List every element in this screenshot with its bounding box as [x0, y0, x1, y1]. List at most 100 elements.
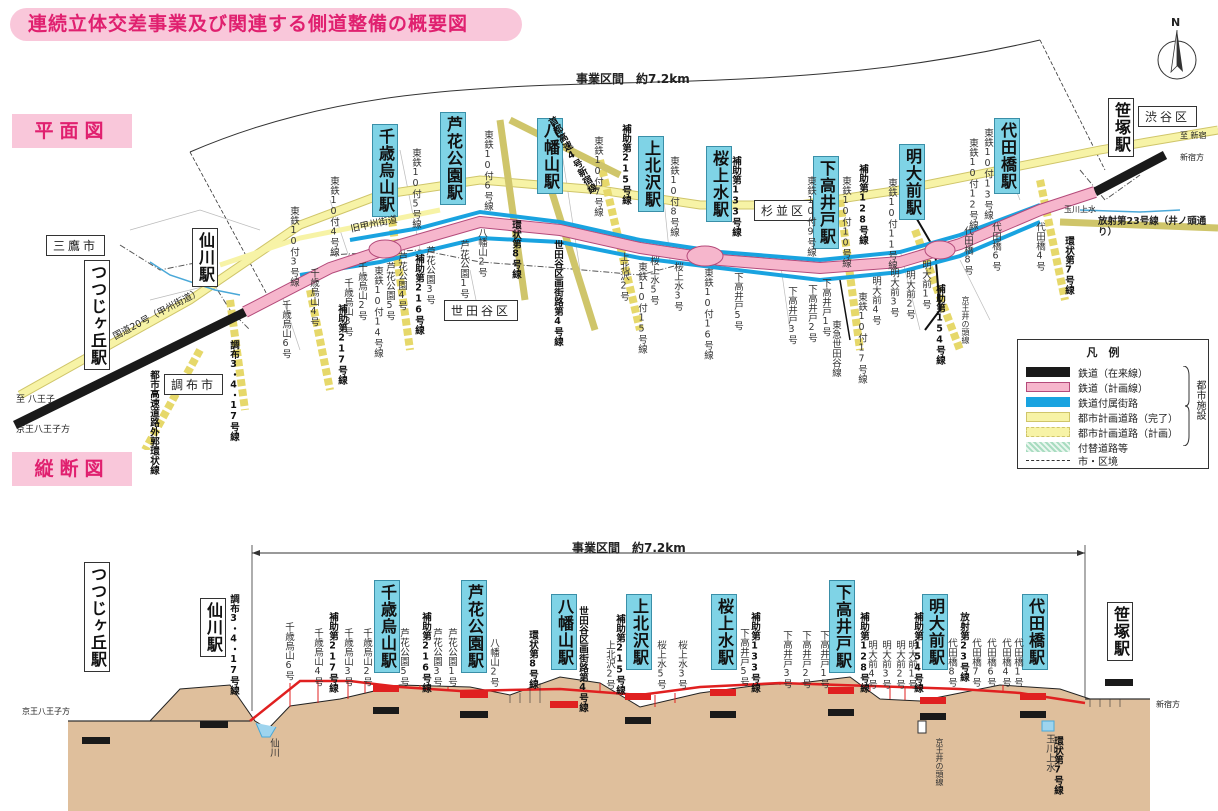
profile-station-yoyogi: 代田橋駅 [1022, 594, 1048, 670]
legend-swatch [1026, 460, 1070, 461]
legend: 凡 例 鉄道（在来線） 鉄道（計画線） 鉄道付属街路 都市計画道路（完了） 都市… [1017, 339, 1209, 469]
road-label-t5: 東鉄10付5号線 [410, 148, 421, 229]
boundary-line [1079, 169, 1141, 201]
direction-shinjuku: 至 新宿 [1180, 131, 1207, 140]
profile-station-platform [828, 687, 854, 694]
direction-shinjuku-line: 新宿方 [1180, 153, 1204, 162]
road-label-h2: 八幡山2号 [476, 228, 487, 277]
road-label-y4: 代田橋4号 [1034, 222, 1045, 271]
profile-station-existing [920, 713, 946, 720]
setagaya4-road [541, 168, 599, 332]
road-label-t4: 東鉄10付4号線 [328, 176, 339, 257]
north-label: N [1171, 16, 1181, 29]
profile-station-existing [460, 711, 488, 718]
road-label-t11: 東鉄10付11号線 [886, 178, 897, 270]
road-label-m2: 明大前2号 [904, 270, 915, 319]
profile-station-existing [710, 711, 736, 718]
road-label-t9: 東鉄10付9号線 [805, 176, 816, 257]
plan-section-label: 平面図 [12, 114, 132, 148]
road-label-st5: 下高井戸5号 [732, 272, 743, 331]
profile-direction-hachioji: 京王八王子方 [22, 707, 70, 716]
road-label-m1: 明大前1号 [920, 260, 931, 309]
profile-label-r5: 芦花公園5号 [398, 628, 409, 687]
profile-station-meidaimae: 明大前駅 [922, 594, 948, 670]
profile-label-r1: 芦花公園1号 [446, 628, 457, 687]
profile-label-hojo133: 補助第133号線 [749, 612, 760, 693]
road-label-hojo216: 補助第216号線 [413, 254, 424, 335]
legend-group-label: 都市施設 [1194, 380, 1205, 420]
label-inokashira: 京王井の頭線 [961, 296, 970, 344]
profile-label-h2: 八幡山2号 [488, 638, 499, 687]
north-arrow: N [1155, 16, 1199, 92]
road-label-st2: 下高井戸2号 [806, 284, 817, 343]
ground-profile [68, 677, 1150, 811]
profile-label-y6: 代田橋6号 [985, 638, 996, 687]
railway-profile [249, 679, 1086, 722]
road-label-hojo154: 補助第154号線 [934, 284, 945, 365]
road-label-t14: 東鉄10付14号線 [372, 266, 383, 358]
gaikan-road [141, 348, 204, 450]
profile-label-st3: 下高井戸3号 [781, 630, 792, 689]
road-label-hojo133: 補助第133号線 [730, 156, 741, 237]
tamagawa-crossing [1041, 720, 1055, 732]
profile-project-span: 事業区間 約7.2km [572, 541, 686, 555]
direction-hachioji: 至 八王子 [16, 395, 55, 405]
road-label-r1: 芦花公園1号 [458, 240, 469, 299]
road-label-m3: 明大前3号 [888, 268, 899, 317]
profile-label-sengawa-river: 仙川 [268, 738, 279, 757]
shutoko-road [508, 116, 622, 179]
profile-station-existing [200, 721, 228, 728]
road-label-chofu3417: 調布3・4・17号線 [228, 340, 239, 441]
road-label-s3: 桜上水3号 [672, 262, 683, 311]
road-label-r5: 芦花公園5号 [384, 262, 395, 321]
profile-label-hoshako23: 放射第23号線 [958, 612, 969, 682]
profile-station-platform [460, 691, 488, 698]
profile-label-kannana: 環状第7号線 [1052, 736, 1063, 795]
profile-label-kk2: 上北沢2号 [604, 640, 615, 689]
road-label-r4: 芦花公園4号 [396, 252, 407, 311]
profile-label-y1: 代田橋1号 [1012, 638, 1023, 687]
area-chofu: 調布市 [164, 374, 224, 395]
road-label-y6: 代田橋6号 [990, 222, 1001, 271]
chofu3417-road [226, 299, 249, 411]
legend-swatch [1026, 427, 1070, 437]
label-tokyu: 東急世田谷線 [830, 320, 841, 377]
profile-station-chitosekarasuyama: 千歳烏山駅 [374, 580, 400, 673]
profile-station-shimotakaido: 下高井戸駅 [829, 580, 855, 673]
inokashira-crossing [917, 720, 927, 734]
road-label-y8: 代田橋8号 [962, 226, 973, 275]
legend-title: 凡 例 [1086, 346, 1120, 359]
road-label-t8: 東鉄10付8号線 [668, 156, 679, 237]
area-shibuya: 渋谷区 [1138, 106, 1198, 127]
plan-station-kamikitazawa: 上北沢駅 [638, 136, 664, 212]
profile-label-s3: 桜上水3号 [676, 640, 687, 689]
profile-label-hojo128: 補助第128号線 [858, 612, 869, 693]
profile-station-existing [1105, 679, 1133, 686]
profile-station-platform [1020, 693, 1046, 700]
profile-station-platform [710, 689, 736, 696]
legend-swatch [1026, 382, 1070, 392]
road-label-t6: 東鉄10付6号線 [482, 130, 493, 211]
area-mitaka: 三鷹市 [46, 235, 106, 256]
profile-station-sengawa: 仙川駅 [200, 598, 226, 657]
profile-label-st2: 下高井戸2号 [800, 630, 811, 689]
road-label-s5: 桜上水5号 [648, 256, 659, 305]
profile-station-tsutsujigaoka: つつじヶ丘駅 [84, 562, 110, 672]
road-label-t3: 東鉄10付3号線 [288, 206, 299, 287]
profile-station-existing [1020, 711, 1046, 718]
area-suginami: 杉並区 [754, 200, 814, 221]
profile-label-r3: 芦花公園3号 [431, 628, 442, 687]
road-label-kk2: 上北沢2号 [618, 252, 629, 301]
road-label-k2: 千歳烏山2号 [356, 262, 367, 321]
road-label-st1: 下高井戸1号 [820, 278, 831, 337]
profile-label-st5: 下高井戸5号 [738, 628, 749, 687]
profile-station-platform [550, 701, 578, 708]
road-label-t10: 東鉄10付10号線 [840, 176, 851, 268]
road-label-hojo217: 補助第217号線 [336, 304, 347, 385]
area-setagaya: 世田谷区 [444, 300, 519, 321]
railway-existing-east [1092, 151, 1168, 196]
road-label-setagaya4: 世田谷区画街路第4号線 [552, 240, 563, 346]
profile-label-y8: 代田橋8号 [946, 638, 957, 687]
plan-station-yoyogi: 代田橋駅 [994, 118, 1020, 194]
kannana-road [1036, 179, 1069, 301]
